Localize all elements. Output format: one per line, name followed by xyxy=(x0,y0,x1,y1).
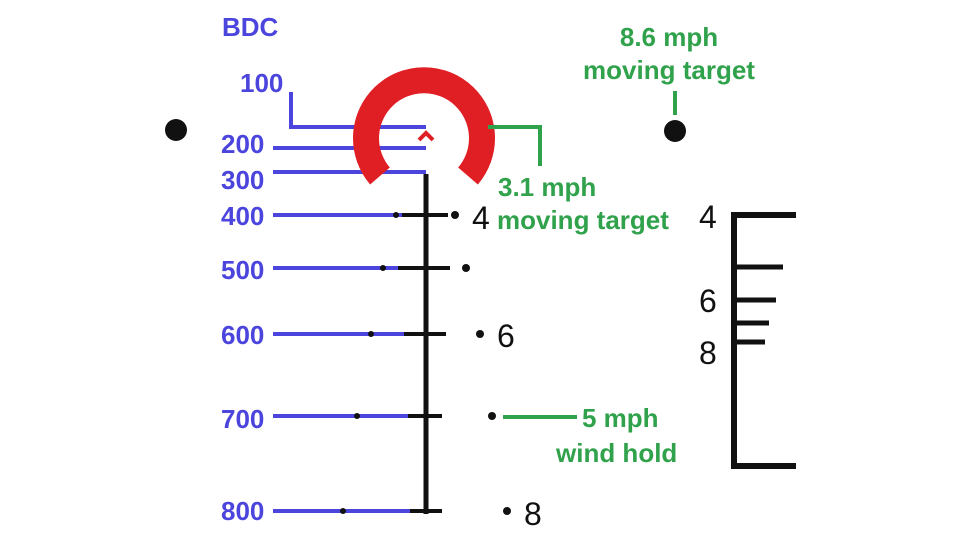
left-dot-400 xyxy=(393,212,399,218)
slow-target-leader xyxy=(488,125,542,166)
range-label-100: 100 xyxy=(240,68,283,98)
side-scale-ticks xyxy=(734,264,783,345)
left-dot-800 xyxy=(340,508,346,514)
left-dot-600 xyxy=(368,331,374,337)
center-chevron xyxy=(417,130,435,142)
range-label-300: 300 xyxy=(221,165,264,195)
range-label-600: 600 xyxy=(221,320,264,350)
leader-line-100 xyxy=(289,92,426,129)
slow-target-label: moving target xyxy=(497,205,669,235)
wind-dot-600 xyxy=(476,330,484,338)
wind-dot-800 xyxy=(503,507,511,515)
side-number-4: 4 xyxy=(699,199,717,235)
left-moving-target-dot xyxy=(165,119,187,141)
fast-target-label: moving target xyxy=(583,55,755,85)
side-number-6: 6 xyxy=(699,283,717,319)
range-label-500: 500 xyxy=(221,255,264,285)
range-label-400: 400 xyxy=(221,201,264,231)
side-number-8: 8 xyxy=(699,335,717,371)
hold-number-6: 6 xyxy=(497,318,515,354)
hold-number-8: 8 xyxy=(524,496,542,532)
wind-hold-speed: 5 mph xyxy=(582,403,659,433)
left-hold-dots xyxy=(340,212,399,514)
wind-dot-400 xyxy=(451,211,459,219)
range-label-800: 800 xyxy=(221,496,264,526)
slow-target-speed: 3.1 mph xyxy=(498,172,596,202)
right-wind-dots xyxy=(451,211,511,515)
left-dot-500 xyxy=(380,265,386,271)
wind-dot-500 xyxy=(462,264,470,272)
hold-number-4: 4 xyxy=(472,200,490,236)
horseshoe-reticle xyxy=(353,67,495,185)
range-label-700: 700 xyxy=(221,404,264,434)
right-moving-target-dot xyxy=(664,120,686,142)
stadia-ticks xyxy=(398,213,450,513)
left-dot-700 xyxy=(354,413,360,419)
bdc-title: BDC xyxy=(222,12,279,42)
fast-target-speed: 8.6 mph xyxy=(620,22,718,52)
wind-dot-700 xyxy=(488,412,496,420)
wind-hold-label: wind hold xyxy=(555,438,677,468)
range-label-200: 200 xyxy=(221,129,264,159)
range-leader-lines xyxy=(273,92,426,513)
